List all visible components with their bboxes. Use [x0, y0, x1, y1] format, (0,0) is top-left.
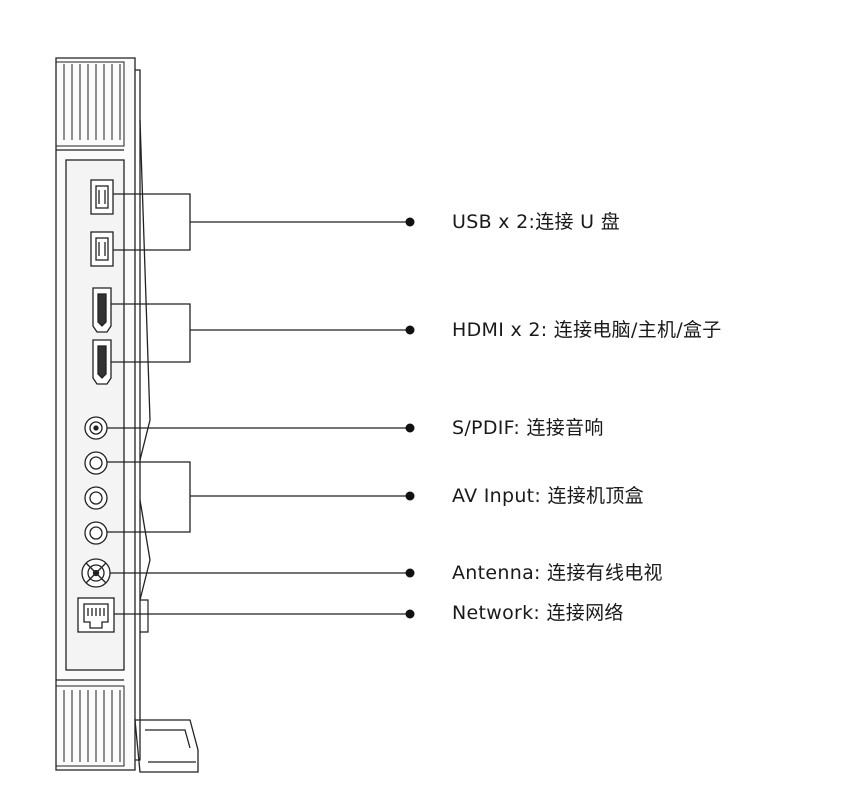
callout-dot-icon — [405, 217, 415, 619]
rca-jack-icon — [84, 416, 108, 440]
hdmi-port-icon — [92, 339, 112, 385]
hdmi-port-icon — [92, 287, 112, 333]
callout-lines — [107, 193, 410, 615]
rca-jack-icon — [84, 521, 108, 545]
hdmi-label: HDMI x 2: 连接电脑/主机/盒子 — [452, 319, 722, 341]
usb-port-icon — [90, 179, 114, 215]
network-label: Network: 连接网络 — [452, 602, 624, 624]
usb-label: USB x 2:连接 U 盘 — [452, 211, 621, 233]
av-input-label: AV Input: 连接机顶盒 — [452, 485, 644, 507]
ethernet-port-icon — [77, 597, 115, 633]
rca-jack-icon — [84, 486, 108, 510]
tv-stand — [134, 719, 199, 773]
spdif-label: S/PDIF: 连接音响 — [452, 417, 604, 439]
usb-port-icon — [90, 231, 114, 267]
coax-connector-icon — [81, 558, 111, 588]
bottom-vent-grille — [56, 685, 125, 767]
rca-jack-icon — [84, 451, 108, 475]
antenna-label: Antenna: 连接有线电视 — [452, 562, 663, 584]
top-vent-grille — [56, 61, 125, 147]
